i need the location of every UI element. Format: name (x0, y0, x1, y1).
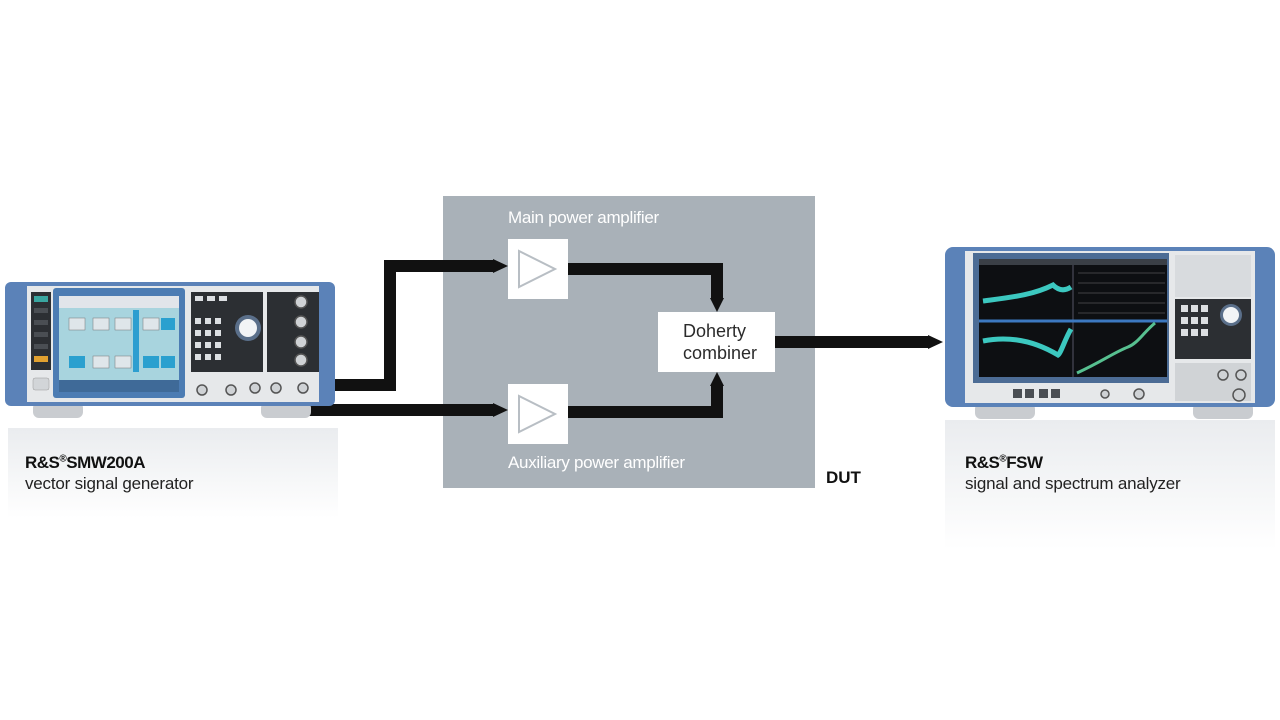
spectrum-analyzer-instrument-icon (945, 247, 1275, 419)
analyzer-subtitle: signal and spectrum analyzer (965, 474, 1181, 493)
arrowhead-main-amp-input (493, 259, 508, 273)
combiner-label-line2: combiner (683, 343, 758, 363)
path-main-amp-to-combiner (568, 263, 723, 300)
arrowhead-combiner-bottom (710, 372, 724, 386)
auxiliary-amplifier-block (508, 384, 568, 444)
amplifier-triangle-icon (518, 249, 558, 289)
analyzer-title: R&S®FSW (965, 453, 1043, 472)
path-generator-to-main-amp (305, 260, 495, 391)
generator-subtitle: vector signal generator (25, 474, 194, 493)
analyzer-reflection (945, 420, 1275, 550)
signal-generator-instrument-icon (5, 282, 335, 418)
generator-title: R&S®SMW200A (25, 453, 145, 472)
generator-reflection (8, 428, 338, 518)
main-amplifier-block (508, 239, 568, 299)
amplifier-triangle-icon (518, 394, 558, 434)
main-amplifier-label: Main power amplifier (508, 208, 659, 227)
doherty-combiner-block: Doherty combiner (658, 312, 775, 372)
dut-label: DUT (826, 468, 861, 487)
arrowhead-analyzer-input (928, 335, 943, 349)
combiner-label-line1: Doherty (683, 321, 747, 341)
path-aux-amp-to-combiner (568, 384, 723, 418)
auxiliary-amplifier-label: Auxiliary power amplifier (508, 453, 685, 472)
arrowhead-aux-amp-input (493, 403, 508, 417)
arrowhead-combiner-top (710, 298, 724, 312)
